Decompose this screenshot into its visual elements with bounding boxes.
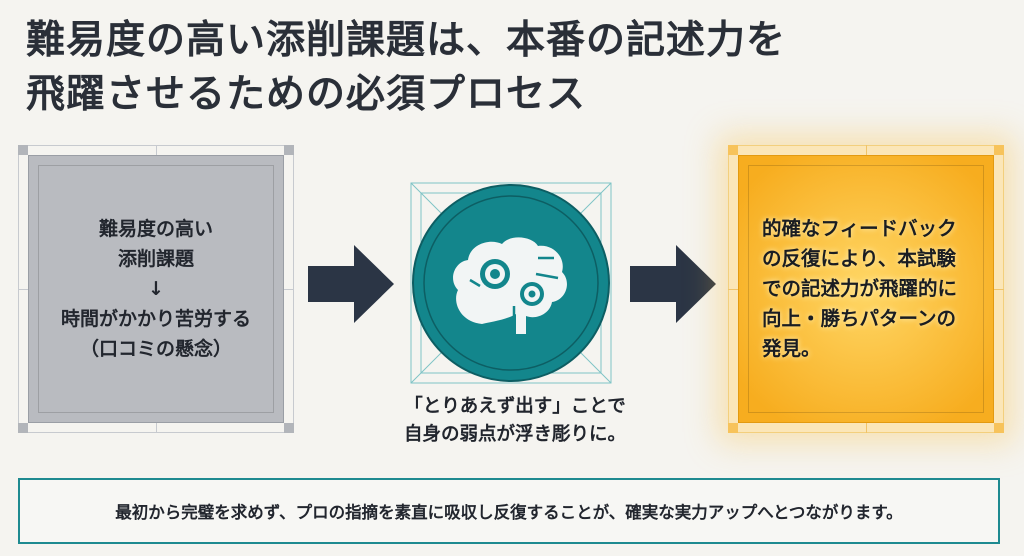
result-box: 的確なフィードバック の反復により、本試験 での記述力が飛躍的に 向上・勝ちパタ… [728,145,1004,433]
challenge-line: 難易度の高い [98,218,213,240]
result-line: 的確なフィードバック [762,217,957,240]
caption-line-1: 「とりあえず出す」ことで [404,396,626,417]
title-line-1: 難易度の高い添削課題は、本番の記述力を [26,18,787,63]
caption-line-2: 自身の弱点が浮き彫りに。 [403,424,626,445]
summary-text: 最初から完璧を求めず、プロの指摘を素直に吸収し反復することが、確実な実力アップへ… [115,503,903,522]
title-line-2: 飛躍させるための必須プロセス [26,72,587,117]
challenge-box: 難易度の高い 添削課題 ↓ 時間がかかり苦労する （口コミの懸念） [18,145,294,433]
result-line: 向上・勝ちパターンの [762,307,957,330]
challenge-line: （口コミの懸念） [79,338,232,360]
summary-box: 最初から完璧を求めず、プロの指摘を素直に吸収し反復することが、確実な実力アップへ… [18,478,1000,544]
result-line: 発見。 [762,337,821,360]
challenge-line: 時間がかかり苦労する [60,308,251,330]
down-arrow: ↓ [148,278,164,300]
challenge-line: 添削課題 [117,248,194,270]
result-line: の反復により、本試験 [762,247,956,270]
middle-caption: 「とりあえず出す」ことで 自身の弱点が浮き彫りに。 [380,393,650,449]
right-arrow-icon [308,245,394,323]
brain-gears-icon [410,182,612,384]
right-arrow-icon [630,245,716,323]
result-line: での記述力が飛躍的に [762,277,958,300]
page-title: 難易度の高い添削課題は、本番の記述力を 飛躍させるための必須プロセス [26,14,786,122]
